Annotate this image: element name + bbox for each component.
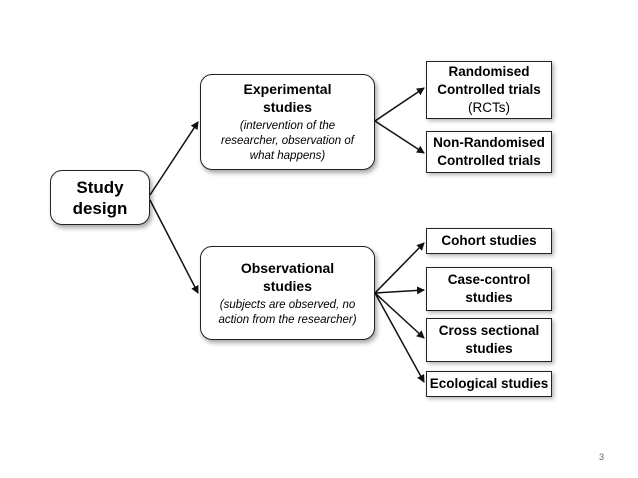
arrow-obs-to-casecontrol	[374, 286, 425, 295]
experimental-studies-node: Experimental studies (intervention of th…	[200, 74, 375, 170]
experimental-desc-line1: (intervention of the	[239, 120, 336, 132]
rct-line2: Controlled trials	[437, 82, 541, 97]
observational-desc-line1: (subjects are observed, no	[219, 298, 356, 311]
case-control-node: Case-control studies	[426, 267, 552, 311]
arrow-exp-to-nonrct	[374, 120, 425, 154]
observational-desc-line2: action from the researcher)	[218, 313, 357, 326]
arrow-exp-to-rct	[374, 87, 425, 122]
observational-title-line2: studies	[262, 277, 312, 294]
ecological-studies-node: Ecological studies	[426, 371, 552, 397]
cohort-studies-node: Cohort studies	[426, 228, 552, 254]
case-control-line1: Case-control	[447, 272, 531, 287]
rct-node: Randomised Controlled trials (RCTs)	[426, 61, 552, 119]
arrow-obs-to-cohort	[374, 242, 425, 294]
arrow-obs-to-ecological	[374, 292, 425, 383]
observational-title-line1: Observational	[240, 259, 335, 276]
arrow-root-to-observational	[149, 199, 199, 294]
cross-sectional-line1: Cross sectional	[438, 323, 540, 338]
rct-line3: (RCTs)	[468, 100, 510, 115]
page-number: 3	[598, 452, 604, 462]
case-control-line2: studies	[465, 290, 513, 305]
experimental-title-line2: studies	[262, 99, 312, 115]
experimental-title-line1: Experimental	[243, 81, 332, 97]
non-rct-line2: Controlled trials	[437, 153, 541, 168]
study-design-line2: design	[72, 198, 128, 218]
rct-line1: Randomised	[448, 64, 530, 79]
arrow-obs-to-crosssectional	[374, 292, 425, 339]
arrow-root-to-experimental	[149, 121, 199, 196]
experimental-desc-line3: what happens)	[249, 150, 326, 162]
cohort-line1: Cohort studies	[441, 233, 537, 248]
cross-sectional-line2: studies	[465, 341, 513, 356]
non-rct-node: Non-Randomised Controlled trials	[426, 131, 552, 173]
observational-studies-node: Observational studies (subjects are obse…	[200, 246, 375, 340]
experimental-desc-line2: researcher, observation of	[221, 135, 354, 147]
study-design-node: Study design	[50, 170, 150, 225]
study-design-line1: Study	[76, 177, 124, 197]
cross-sectional-node: Cross sectional studies	[426, 318, 552, 362]
non-rct-line1: Non-Randomised	[433, 135, 545, 150]
ecological-line1: Ecological studies	[429, 376, 549, 391]
